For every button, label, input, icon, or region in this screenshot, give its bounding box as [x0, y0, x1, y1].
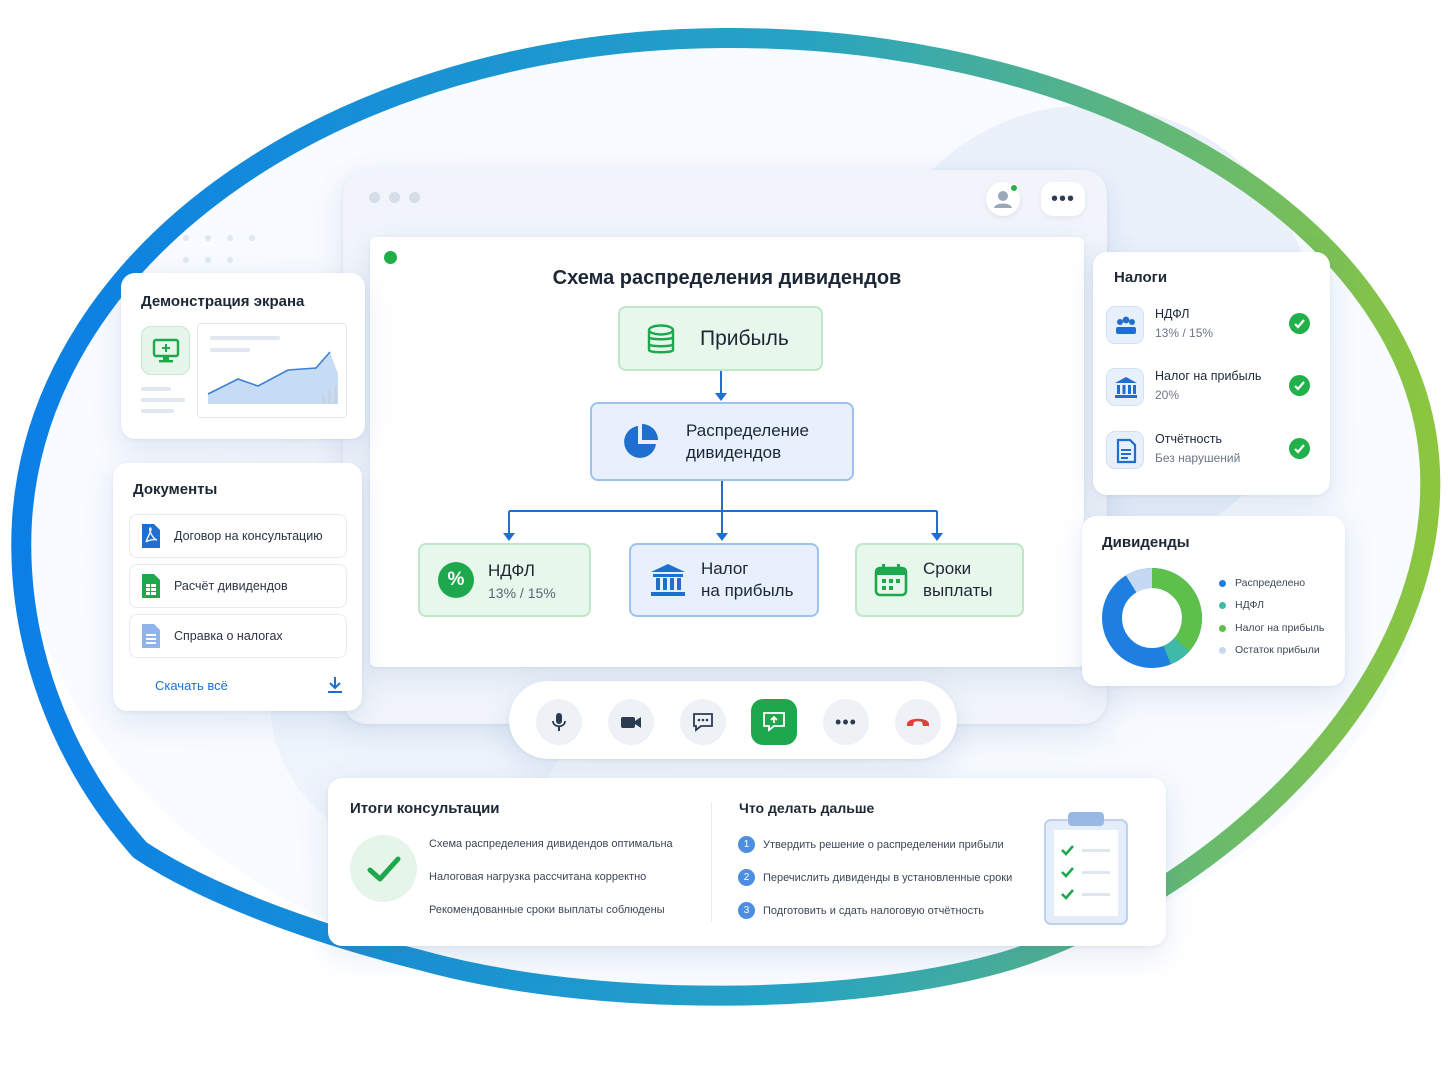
download-all-link[interactable]: Скачать всё	[155, 678, 228, 693]
coins-icon	[647, 323, 675, 353]
chat-icon	[693, 713, 713, 732]
summary-point: Схема распределения дивидендов оптимальн…	[429, 838, 673, 850]
pdf-file-icon	[142, 524, 160, 548]
check-icon	[1289, 438, 1310, 459]
legend-item: Остаток прибыли	[1219, 644, 1320, 656]
tax-title: НДФЛ	[1155, 307, 1190, 321]
legend-item: Распределено	[1219, 577, 1305, 589]
document-label: Справка о налогах	[174, 629, 283, 643]
dividends-title: Дивиденды	[1102, 534, 1190, 551]
divider	[711, 802, 712, 922]
distribution-line2: дивидендов	[686, 442, 782, 462]
more-button[interactable]: •••	[823, 699, 869, 745]
call-toolbar: •••	[509, 681, 957, 759]
screen-share-button[interactable]	[751, 699, 797, 745]
live-indicator	[384, 251, 397, 264]
bank-icon	[1106, 368, 1144, 406]
document-item[interactable]: Расчёт дивидендов	[129, 564, 347, 608]
online-status-dot	[1010, 184, 1018, 192]
consultation-summary-card: Итоги консультации Схема распределения д…	[328, 778, 1166, 946]
profit-tax-node: Налог на прибыль	[629, 543, 819, 617]
people-icon	[1106, 306, 1144, 344]
screen-share-card[interactable]: Демонстрация экрана	[121, 273, 365, 439]
camera-button[interactable]	[608, 699, 654, 745]
bank-icon	[651, 564, 685, 596]
ndfl-node: % НДФЛ 13% / 15%	[418, 543, 591, 617]
summary-title: Итоги консультации	[350, 800, 500, 817]
area-chart-thumbnail	[207, 351, 338, 404]
summary-point: Рекомендованные сроки выплаты соблюдены	[429, 904, 665, 916]
documents-card: Документы Договор на консультацию Расчёт…	[113, 463, 362, 711]
download-icon[interactable]	[326, 675, 344, 695]
more-icon: •••	[835, 711, 857, 732]
document-item[interactable]: Договор на консультацию	[129, 514, 347, 558]
tax-subtitle: 13% / 15%	[1155, 326, 1214, 340]
placeholder-text-lines	[141, 387, 185, 413]
tax-title: Отчётность	[1155, 432, 1222, 446]
legend-item: Налог на прибыль	[1219, 622, 1324, 634]
profit-tax-line1: Налог	[701, 559, 749, 578]
next-steps-title: Что делать дальше	[739, 800, 875, 816]
document-label: Договор на консультацию	[174, 529, 323, 543]
spreadsheet-file-icon	[142, 574, 160, 598]
screen-share-title: Демонстрация экрана	[141, 293, 305, 310]
ndfl-title: НДФЛ	[488, 560, 535, 580]
donut-chart	[1102, 568, 1202, 668]
monitor-icon	[152, 338, 179, 362]
document-item[interactable]: Справка о налогах	[129, 614, 347, 658]
end-call-button[interactable]	[895, 699, 941, 745]
tax-subtitle: Без нарушений	[1155, 451, 1241, 465]
presentation-slide: Схема распределения дивидендов Приб	[370, 237, 1084, 667]
percent-icon: %	[438, 562, 474, 598]
document-label: Расчёт дивидендов	[174, 579, 288, 593]
distribution-node: Распределение дивидендов	[590, 402, 854, 481]
user-icon	[994, 191, 1012, 208]
ndfl-rate: 13% / 15%	[488, 584, 556, 601]
tax-subtitle: 20%	[1155, 388, 1180, 402]
window-more-button[interactable]: •••	[1041, 182, 1085, 216]
calendar-icon	[874, 564, 908, 597]
tax-item[interactable]: НДФЛ 13% / 15%	[1106, 304, 1318, 350]
screen-preview	[197, 323, 347, 418]
documents-title: Документы	[133, 481, 218, 498]
avatar[interactable]	[986, 182, 1020, 216]
summary-point: Налоговая нагрузка рассчитана корректно	[429, 871, 647, 883]
payment-terms-line1: Сроки	[923, 559, 972, 578]
microphone-button[interactable]	[536, 699, 582, 745]
end-call-icon	[907, 718, 929, 726]
check-icon	[1289, 313, 1310, 334]
pie-chart-icon	[624, 423, 658, 458]
clipboard-icon	[1044, 812, 1128, 925]
screen-share-icon	[141, 326, 190, 375]
window-controls[interactable]	[369, 192, 420, 203]
tax-item[interactable]: Отчётность Без нарушений	[1106, 429, 1318, 475]
payment-terms-line2: выплаты	[923, 581, 993, 600]
screen-share-icon	[763, 712, 785, 732]
profit-tax-line2: на прибыль	[701, 581, 794, 600]
check-icon	[1289, 375, 1310, 396]
flow-connectors	[503, 371, 943, 541]
profit-node: Прибыль	[618, 306, 823, 371]
legend-item: НДФЛ	[1219, 599, 1264, 611]
profit-label: Прибыль	[700, 326, 789, 350]
payment-terms-node: Сроки выплаты	[855, 543, 1024, 617]
camera-icon	[621, 717, 641, 728]
microphone-icon	[552, 713, 566, 731]
success-check-icon	[350, 835, 417, 902]
chat-button[interactable]	[680, 699, 726, 745]
tax-item[interactable]: Налог на прибыль 20%	[1106, 366, 1318, 412]
distribution-line1: Распределение	[686, 420, 809, 440]
document-file-icon	[142, 624, 160, 648]
report-icon	[1106, 431, 1144, 469]
taxes-title: Налоги	[1114, 269, 1168, 286]
tax-title: Налог на прибыль	[1155, 369, 1262, 383]
taxes-card: Налоги НДФЛ 13% / 15% Налог на прибыль 2…	[1093, 252, 1330, 495]
slide-title: Схема распределения дивидендов	[552, 267, 902, 289]
dividends-card: Дивиденды Распределено НДФЛ Налог на при…	[1082, 516, 1345, 686]
